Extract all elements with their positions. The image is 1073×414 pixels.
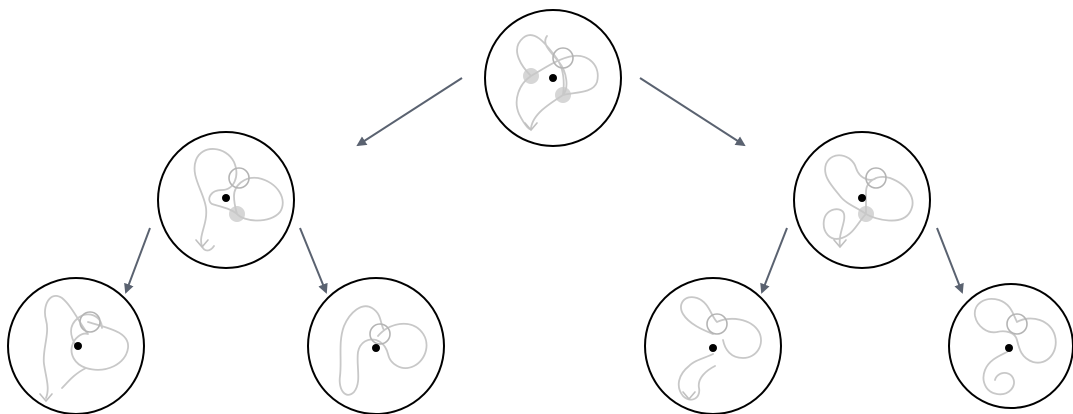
edge-left-to-left-right xyxy=(299,227,328,294)
edge-right-to-right-left xyxy=(760,227,788,294)
virtual-crossing xyxy=(228,167,250,189)
node-right-right xyxy=(948,283,1073,409)
knot-strand xyxy=(193,148,284,252)
center-dot xyxy=(858,194,866,202)
node-root xyxy=(484,9,622,147)
knot-strand xyxy=(515,34,599,131)
knot-strand xyxy=(338,305,428,396)
virtual-crossing xyxy=(706,313,728,335)
node-left xyxy=(157,131,295,269)
center-dot xyxy=(709,344,717,352)
virtual-crossing xyxy=(79,311,101,333)
node-right-left xyxy=(644,277,782,414)
knot-strand xyxy=(42,295,129,399)
node-right xyxy=(793,131,931,269)
virtual-crossing xyxy=(865,167,887,189)
node-left-left xyxy=(7,277,145,414)
orientation-arrow xyxy=(524,122,538,132)
edge-root-to-right xyxy=(639,77,746,147)
virtual-crossing xyxy=(1006,313,1028,335)
tree-edges xyxy=(124,77,964,294)
edge-right-to-right-right xyxy=(936,227,964,294)
node-left-right xyxy=(307,277,445,414)
orientation-arrow xyxy=(682,391,696,401)
center-dot xyxy=(549,74,557,82)
orientation-arrow xyxy=(195,239,209,249)
knot-strand xyxy=(973,298,1057,396)
knot-strand xyxy=(822,154,914,247)
virtual-crossing xyxy=(552,47,574,69)
virtual-crossing xyxy=(369,323,391,345)
edge-left-to-left-left xyxy=(124,227,151,294)
orientation-arrow xyxy=(833,239,847,249)
knot-strand xyxy=(677,296,762,401)
orientation-arrow xyxy=(39,393,53,403)
center-dot xyxy=(74,342,82,350)
center-dot xyxy=(222,194,230,202)
center-dot xyxy=(372,344,380,352)
center-dot xyxy=(1005,344,1013,352)
edge-root-to-left xyxy=(356,77,463,147)
